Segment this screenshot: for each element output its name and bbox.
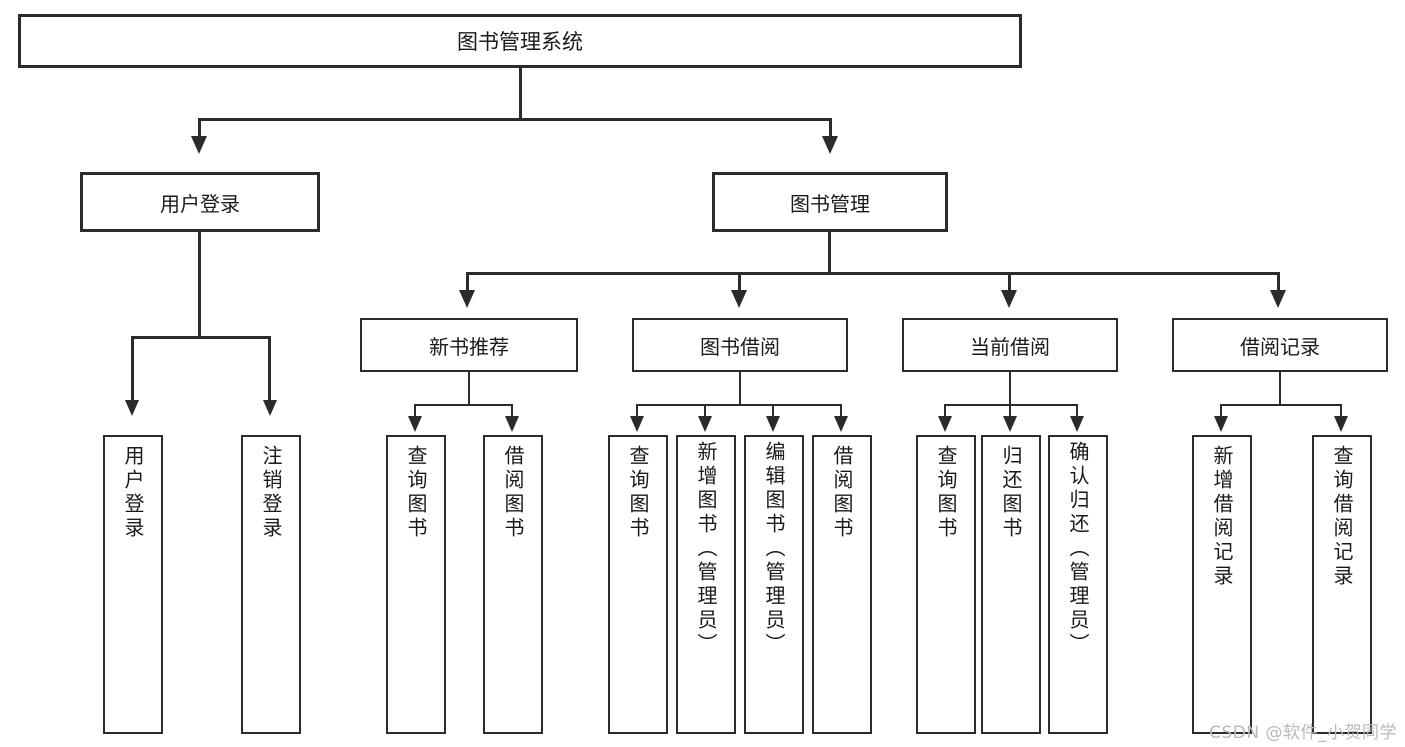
leaf-label: 编辑图书（管理员） [762,441,786,657]
leaf-label: 查询借阅记录 [1330,445,1354,589]
connector-current-bus [944,404,1078,406]
connector-newbook-drop-2 [511,404,513,418]
connector-user-login-bus [131,336,270,339]
node-label: 当前借阅 [970,334,1050,359]
arrow-current-leaf-1 [938,416,952,432]
connector-borrow-drop-4 [840,404,842,418]
connector-bm-drop-1 [466,272,469,292]
connector-borrow-stem [739,372,741,406]
connector-user-login-drop-2 [268,336,271,402]
leaf-current-return-book[interactable]: 归还图书 [981,435,1041,734]
leaf-label: 借阅图书 [501,445,525,541]
node-label: 图书借阅 [700,334,780,359]
node-book-management[interactable]: 图书管理 [712,172,948,232]
node-root-system[interactable]: 图书管理系统 [18,14,1022,68]
connector-current-drop-2 [1009,404,1011,418]
connector-root-drop-right [829,118,832,138]
arrow-newbook-leaf-1 [408,416,422,432]
connector-current-drop-3 [1076,404,1078,418]
connector-user-login-drop-1 [131,336,134,402]
arrow-to-user-login [191,136,207,154]
leaf-label: 查询图书 [626,445,650,541]
connector-borrow-drop-3 [772,404,774,418]
connector-borrow-bus [636,404,842,406]
node-label: 图书管理系统 [457,30,583,54]
node-label: 借阅记录 [1240,334,1320,359]
leaf-borrow-borrow-book[interactable]: 借阅图书 [812,435,872,734]
leaf-record-add-record[interactable]: 新增借阅记录 [1192,435,1252,734]
arrow-borrow-leaf-3 [766,416,780,432]
node-book-borrow[interactable]: 图书借阅 [632,318,848,372]
connector-root-drop-left [198,118,201,138]
node-user-login[interactable]: 用户登录 [80,172,320,232]
arrow-to-book-management [822,136,838,154]
connector-borrow-drop-2 [704,404,706,418]
connector-root-bus [198,118,832,121]
arrow-borrow-leaf-2 [698,416,712,432]
leaf-label: 新增图书（管理员） [694,441,718,657]
connector-book-management-bus [466,272,1280,275]
arrow-current-leaf-3 [1070,416,1084,432]
connector-bm-drop-3 [1008,272,1011,292]
node-current-borrow[interactable]: 当前借阅 [902,318,1118,372]
leaf-newbook-borrow-book[interactable]: 借阅图书 [483,435,543,734]
connector-record-drop-1 [1220,404,1222,418]
connector-newbook-stem [468,372,470,406]
arrow-borrow-leaf-4 [834,416,848,432]
arrow-to-current-borrow [1001,290,1017,308]
leaf-borrow-edit-book[interactable]: 编辑图书（管理员） [744,435,804,734]
leaf-newbook-query-book[interactable]: 查询图书 [386,435,446,734]
node-label: 图书管理 [790,191,870,216]
arrow-current-leaf-2 [1003,416,1017,432]
leaf-record-query-record[interactable]: 查询借阅记录 [1312,435,1372,734]
connector-record-bus [1220,404,1342,406]
connector-root-stem [519,68,522,120]
leaf-borrow-query-book[interactable]: 查询图书 [608,435,668,734]
leaf-label: 确认归还（管理员） [1066,441,1090,657]
connector-user-login-stem [198,232,201,338]
connector-bm-drop-4 [1277,272,1280,292]
leaf-current-confirm-return[interactable]: 确认归还（管理员） [1048,435,1108,734]
node-label: 新书推荐 [429,334,509,359]
leaf-label: 借阅图书 [830,445,854,541]
connector-record-drop-2 [1340,404,1342,418]
leaf-current-query-book[interactable]: 查询图书 [916,435,976,734]
leaf-label: 新增借阅记录 [1210,445,1234,589]
arrow-to-logout-leaf [263,400,277,416]
connector-book-management-stem [828,232,831,274]
leaf-label: 用户登录 [121,445,145,541]
arrow-to-new-book [459,290,475,308]
arrow-record-leaf-1 [1214,416,1228,432]
connector-newbook-bus [414,404,512,406]
connector-borrow-drop-1 [636,404,638,418]
arrow-record-leaf-2 [1334,416,1348,432]
connector-bm-drop-2 [738,272,741,292]
leaf-label: 查询图书 [934,445,958,541]
leaf-label: 查询图书 [404,445,428,541]
node-label: 用户登录 [160,191,240,216]
arrow-to-user-login-leaf [125,400,139,416]
arrow-borrow-leaf-1 [630,416,644,432]
leaf-user-login[interactable]: 用户登录 [103,435,163,734]
connector-record-stem [1279,372,1281,406]
arrow-newbook-leaf-2 [505,416,519,432]
leaf-label: 注销登录 [259,445,283,541]
node-borrow-record[interactable]: 借阅记录 [1172,318,1388,372]
leaf-logout[interactable]: 注销登录 [241,435,301,734]
connector-current-drop-1 [944,404,946,418]
arrow-to-book-borrow [731,290,747,308]
leaf-borrow-add-book[interactable]: 新增图书（管理员） [676,435,736,734]
leaf-label: 归还图书 [999,445,1023,541]
node-new-book-recommend[interactable]: 新书推荐 [360,318,578,372]
connector-newbook-drop-1 [414,404,416,418]
arrow-to-borrow-record [1270,290,1286,308]
connector-current-stem [1009,372,1011,406]
